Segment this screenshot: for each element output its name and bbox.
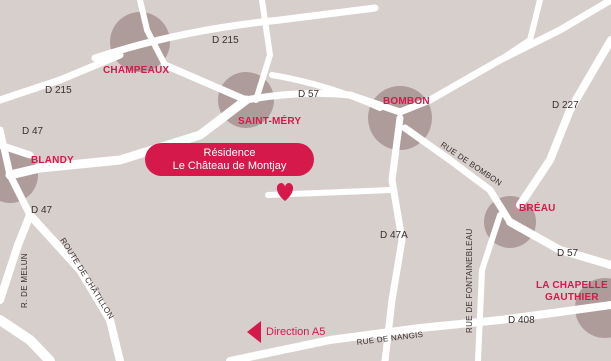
town-label-breau: BRÉAU [519, 201, 556, 214]
road-label-rue-de-bombon: RUE DE BOMBON [439, 140, 504, 188]
road-d57-top [242, 0, 611, 116]
road-d47a [381, 114, 406, 361]
town-label-saint-mery: SAINT-MÉRY [238, 114, 301, 127]
road-north-champeaux [137, 0, 168, 68]
road-blandy-saint-mery [5, 95, 251, 180]
road-d57-east [506, 218, 611, 269]
road-label-d47-bottom: D 47 [31, 205, 53, 216]
road-label-d227: D 227 [552, 100, 579, 111]
road-label-d47-top: D 47 [22, 126, 44, 137]
road-label-d215-left: D 215 [45, 85, 72, 96]
road-d215-left [0, 51, 124, 104]
road-r-de-melun [0, 211, 34, 304]
road-d408 [226, 301, 611, 361]
town-label-blandy: BLANDY [31, 155, 74, 166]
road-d57-parallel [269, 72, 383, 111]
road-label-d57-top: D 57 [298, 89, 320, 100]
direction-a5-label: Direction A5 [266, 326, 326, 338]
residence-pin-icon[interactable] [276, 183, 294, 201]
town-label-la-chapelle: LA CHAPELLE [536, 280, 608, 291]
town-label-champeaux: CHAMPEAUX [103, 65, 169, 76]
road-d227 [516, 36, 611, 209]
road-label-d47a: D 47A [380, 230, 408, 241]
road-label-d57-right: D 57 [557, 248, 579, 259]
arrow-left-icon [247, 321, 261, 343]
road-label-r-de-melun: R. DE MELUN [20, 253, 29, 308]
town-label-gauthier: GAUTHIER [545, 292, 599, 303]
road-d227-north [497, 0, 543, 63]
road-label-d215-top: D 215 [212, 35, 239, 46]
road-route-de-chatillon [26, 211, 124, 361]
residence-label-line2: Le Château de Montjay [172, 159, 287, 172]
direction-a5-marker[interactable]: Direction A5 [247, 321, 325, 343]
road-south-west [0, 315, 55, 361]
residence-label-pill[interactable]: Résidence Le Château de Montjay [145, 143, 314, 176]
residence-label-line1: Résidence [203, 146, 256, 159]
road-rue-de-fontainebleau [475, 212, 503, 361]
road-d47 [0, 126, 34, 219]
road-label-rue-de-fontainebleau: RUE DE FONTAINEBLEAU [465, 228, 474, 333]
town-label-bombon: BOMBON [383, 96, 430, 107]
road-label-route-de-chatillon: ROUTE DE CHÂTILLON [58, 236, 115, 320]
road-rue-de-bombon [401, 124, 514, 226]
road-label-d408: D 408 [508, 315, 535, 326]
road-north-saint-mery [253, 0, 273, 103]
road-d215-top [91, 4, 379, 62]
road-champeaux-saint-mery [161, 61, 250, 104]
